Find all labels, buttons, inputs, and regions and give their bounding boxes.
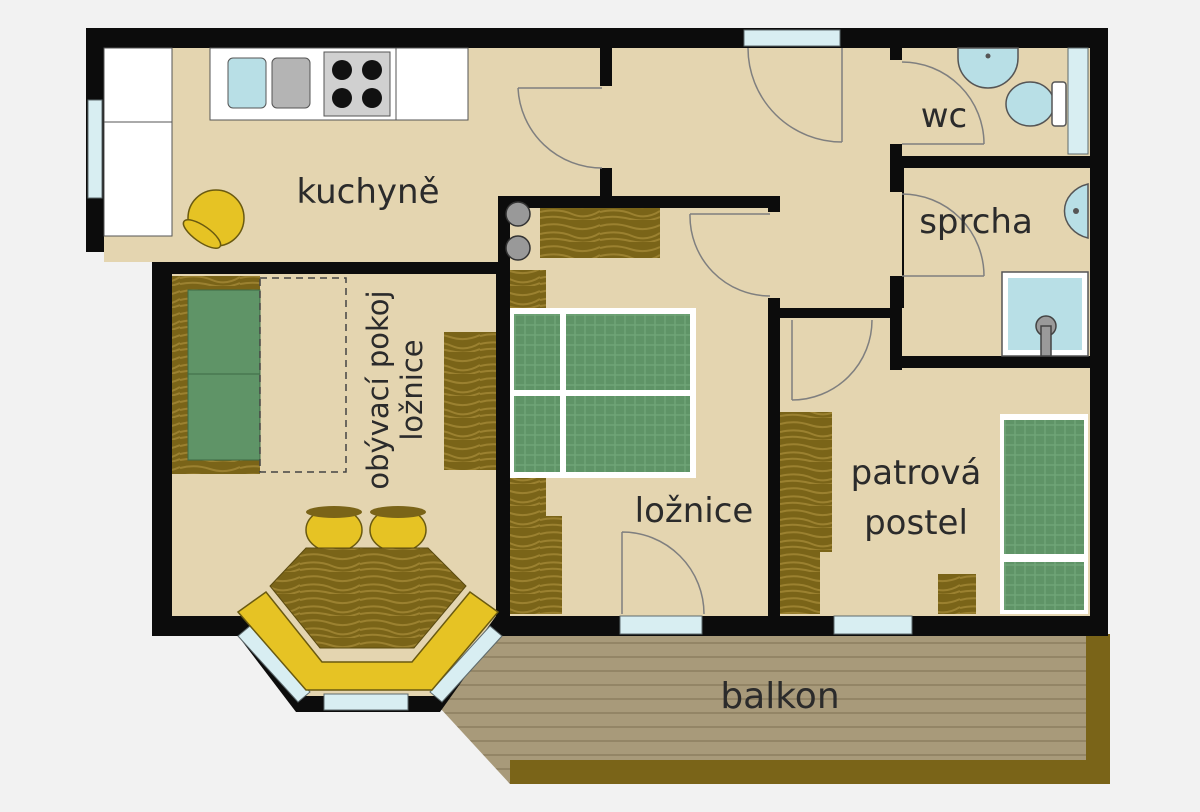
label-living-line2: ložnice: [395, 339, 429, 440]
label-bunk-line2: postel: [864, 503, 968, 543]
dining-chairs: [305, 506, 427, 553]
bunk-furniture: [780, 412, 1088, 614]
label-bedroom: ložnice: [635, 491, 754, 531]
label-kitchen: kuchyně: [296, 172, 439, 212]
window-bedroom: [619, 615, 703, 635]
room-labels: kuchyně obývací pokoj ložnice wc sprcha …: [296, 96, 1032, 717]
wardrobe-living: [444, 332, 496, 470]
window-bunk: [833, 615, 913, 635]
bathroom-fixtures: [957, 47, 1089, 357]
doors: [517, 47, 985, 615]
windows: [87, 29, 1089, 711]
bunk-bed: [1000, 414, 1088, 614]
corner-bench: [236, 590, 500, 691]
label-balcony: balkon: [720, 676, 839, 717]
kitchen-chair: [182, 189, 245, 249]
wardrobe-bedroom-top: [540, 208, 660, 258]
label-shower: sprcha: [919, 202, 1033, 242]
living-furniture: [172, 276, 500, 691]
sink-right: [271, 57, 311, 109]
bunk-room-upper: [780, 368, 1090, 376]
wall-notch-left: [86, 252, 152, 636]
balcony-deck: [440, 634, 1110, 784]
label-living: obývací pokoj ložnice: [361, 290, 429, 489]
toilet: [1005, 81, 1067, 127]
sofa-bed-outline: [259, 277, 347, 473]
window-wc: [1067, 47, 1089, 155]
window-bay-right: [429, 625, 503, 703]
fridge: [103, 47, 173, 237]
window-left: [87, 99, 103, 199]
wardrobe-bunk: [780, 412, 832, 552]
label-living-line1: obývací pokoj: [361, 290, 395, 489]
window-bay-bottom: [323, 693, 409, 711]
dining-table: [269, 547, 467, 649]
sink-left: [227, 57, 267, 109]
label-wc: wc: [921, 96, 968, 136]
window-bay-left: [237, 625, 311, 703]
balcony: [440, 634, 1110, 784]
stove: [323, 51, 391, 117]
wc-basin: [957, 47, 1019, 89]
window-top: [743, 29, 841, 47]
bedroom-furniture: [505, 201, 696, 614]
balcony-railing: [510, 634, 1110, 784]
double-bed: [510, 308, 696, 478]
kitchen-furniture: [103, 47, 469, 249]
label-bunk-line1: patrová: [851, 453, 982, 493]
nightstand: [938, 574, 976, 614]
